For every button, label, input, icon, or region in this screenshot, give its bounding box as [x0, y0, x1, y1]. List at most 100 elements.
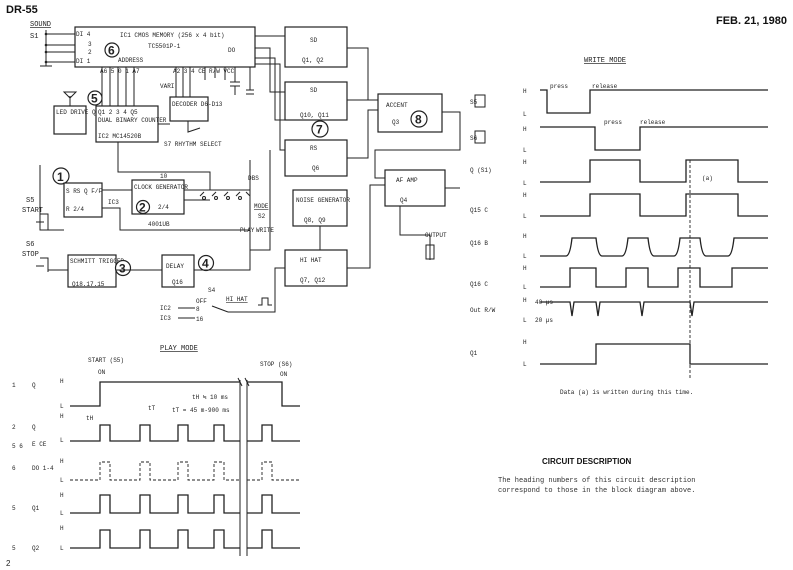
- level-l: L: [523, 361, 527, 368]
- ic3-pin-label: IC3: [160, 315, 171, 322]
- di4-pin: DI 4: [76, 31, 91, 38]
- s1-label: S1: [30, 33, 38, 41]
- write-q16c-label: Q16 C: [470, 281, 488, 288]
- address-label: ADDRESS: [118, 57, 144, 64]
- di3-pin: 3: [88, 41, 92, 48]
- th-label: tH: [86, 415, 94, 422]
- tt-equation: tT = 45 m-900 ms: [172, 407, 230, 414]
- amp-label: AF AMP: [396, 177, 418, 184]
- level-l: L: [523, 213, 527, 220]
- play-q-num: 1: [12, 382, 16, 389]
- s6-label: S6: [26, 241, 34, 249]
- pin10-label: 10: [160, 173, 168, 180]
- accent-block: [377, 93, 443, 133]
- play-mode-timing: PLAY MODE START (S5) STOP (S6) ON ON tH …: [12, 345, 300, 556]
- write-q15-label: Q15 C: [470, 207, 488, 214]
- di2-pin: 2: [88, 49, 92, 56]
- rs-label: RS: [310, 145, 318, 152]
- counter-label: DUAL BINARY COUNTER: [98, 117, 167, 124]
- level-l: L: [523, 180, 527, 187]
- di1-pin: DI 1: [76, 58, 91, 65]
- level-h: H: [60, 492, 64, 499]
- level-h: H: [523, 297, 527, 304]
- ff-sub: R 2/4: [66, 206, 84, 213]
- circle-4: 4: [202, 257, 209, 271]
- rs-part: Q6: [312, 165, 320, 172]
- level-l: L: [523, 253, 527, 260]
- hihat-block: [284, 249, 348, 287]
- ic1-title: IC1 CMOS MEMORY (256 x 4 bit): [120, 32, 224, 39]
- write-release2: release: [640, 119, 666, 126]
- level-l: L: [523, 284, 527, 291]
- level-l: L: [60, 437, 64, 444]
- play-stop: STOP (S6): [260, 361, 292, 368]
- led-drive-label: LED DRIVE Q13.14: [56, 109, 114, 116]
- write-press1: press: [550, 83, 568, 90]
- ic2-pin-label: IC2: [160, 305, 171, 312]
- hihat-part: Q7, Q12: [300, 277, 326, 284]
- clock-label: CLOCK GENERATOR: [134, 184, 188, 191]
- level-l: L: [60, 545, 64, 552]
- level-l: L: [60, 510, 64, 517]
- t20-label: 20 µs: [535, 317, 553, 324]
- circle-2: 2: [139, 201, 146, 215]
- pin8-label: 8: [196, 306, 200, 313]
- schmitt-label: SCHMITT TRIGGER: [70, 258, 124, 265]
- sd1-block: [284, 26, 348, 68]
- level-h: H: [523, 126, 527, 133]
- output-label: OUTPUT: [425, 232, 447, 239]
- level-h: H: [60, 525, 64, 532]
- noise-block: [292, 189, 348, 227]
- play-e-num: 5 6: [12, 443, 23, 450]
- th-equation: tH ≒ 10 ms: [192, 394, 228, 401]
- circuit-description: CIRCUIT DESCRIPTION The heading numbers …: [498, 457, 695, 495]
- level-l: L: [60, 403, 64, 410]
- level-l: L: [60, 477, 64, 484]
- write-q16b-label: Q16 B: [470, 240, 488, 247]
- mode-label: MODE: [254, 203, 269, 210]
- page-date: FEB. 21, 1980: [716, 15, 787, 27]
- write-press2: press: [604, 119, 622, 126]
- level-l: L: [523, 147, 527, 154]
- write-q-label: Q (S1): [470, 167, 492, 174]
- write-out-label: Out R/W: [470, 307, 496, 314]
- block-diagram: SOUND S1 DI 4 3 2 DI 1 IC1 CMOS MEMORY (…: [22, 21, 461, 323]
- play-label: PLAY: [240, 227, 255, 234]
- level-h: H: [60, 378, 64, 385]
- hihat-label: HI HAT: [300, 257, 322, 264]
- level-h: H: [523, 159, 527, 166]
- write-note: Data (a) is written during this time.: [560, 389, 693, 396]
- write-q1-label: Q1: [470, 350, 478, 357]
- sd2-block: [284, 81, 348, 121]
- circle-3: 3: [119, 262, 126, 276]
- play-e-label: E CE: [32, 441, 47, 448]
- led-drive-block: [53, 105, 87, 135]
- s5-label: S5: [26, 197, 34, 205]
- circle-6: 6: [108, 44, 115, 58]
- write-mode-timing: WRITE MODE press release press release S…: [470, 57, 768, 396]
- counter-part: IC2 MC14520B: [98, 133, 142, 140]
- play-q2b-label: Q2: [32, 545, 40, 552]
- sd1-part: Q1, Q2: [302, 57, 324, 64]
- s4-label: S4: [208, 287, 216, 294]
- write-label: WRITE: [256, 227, 274, 234]
- ff-label: S RS Q F/F: [66, 188, 102, 195]
- counter-block: [95, 105, 159, 143]
- circle-8: 8: [415, 113, 422, 127]
- page-number: 2: [6, 559, 11, 568]
- sound-label: SOUND: [30, 21, 51, 29]
- accent-label: ACCENT: [386, 102, 408, 109]
- s7-label: S7 RHYTHM SELECT: [164, 141, 222, 148]
- sd2-label: SD: [310, 87, 318, 94]
- schmitt-block: [67, 254, 117, 288]
- write-s5-label: S5: [470, 99, 478, 106]
- stop-label: STOP: [22, 251, 39, 259]
- hihat-switch-label: HI HAT: [226, 296, 248, 303]
- annot-a: (a): [702, 175, 713, 182]
- ic3-label: IC3: [108, 199, 119, 206]
- delay-label: DELAY: [166, 263, 184, 270]
- schmitt-part: Q18.17.15: [72, 281, 105, 288]
- noise-part: Q8, Q9: [304, 217, 326, 224]
- amp-part: Q4: [400, 197, 408, 204]
